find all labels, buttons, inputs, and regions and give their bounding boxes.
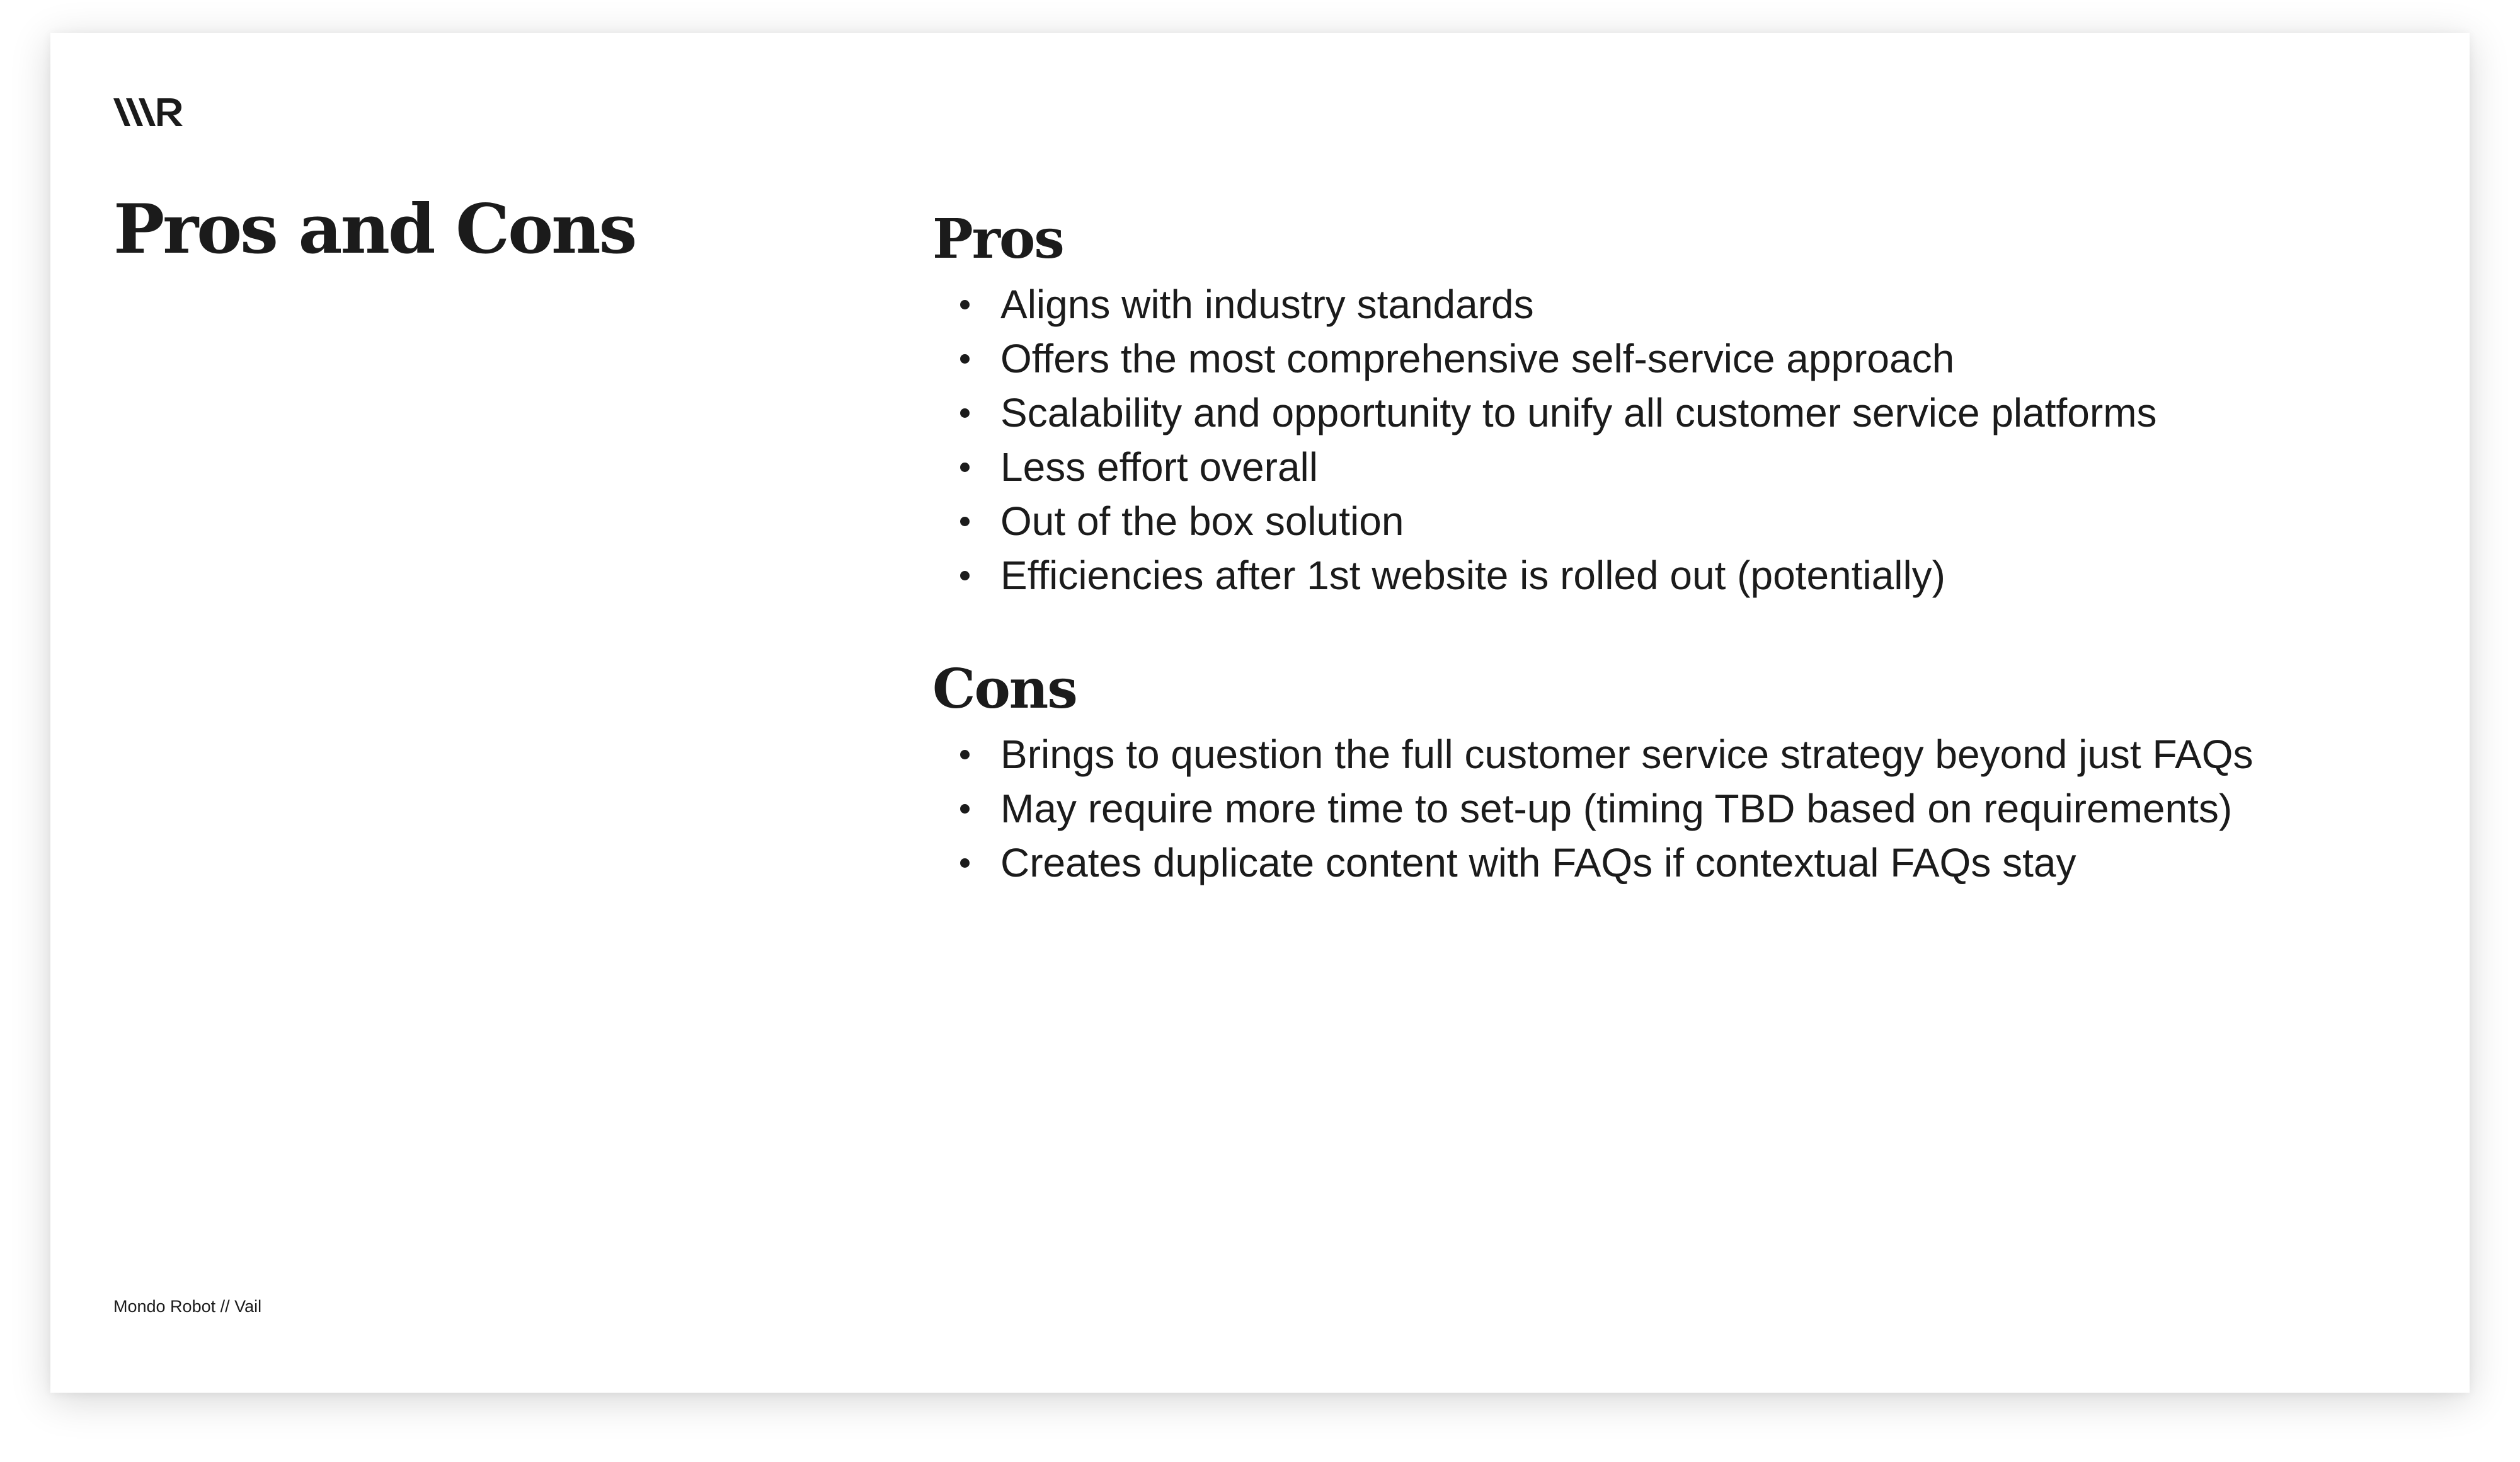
- pros-heading: Pros: [932, 207, 1065, 271]
- pros-list-item: Out of the box solution: [932, 494, 2432, 548]
- pros-cons-content: Pros Aligns with industry standards Offe…: [932, 202, 2432, 890]
- pros-list-item: Offers the most comprehensive self-servi…: [932, 331, 2432, 386]
- pros-item-text: Less effort overall: [1000, 444, 1318, 490]
- cons-item-text: Brings to question the full customer ser…: [1000, 732, 2254, 777]
- cons-list-item: Brings to question the full customer ser…: [932, 727, 2432, 781]
- pros-item-text: Offers the most comprehensive self-servi…: [1000, 336, 1955, 381]
- pros-item-text: Aligns with industry standards: [1000, 282, 1534, 327]
- pros-list-item: Less effort overall: [932, 440, 2432, 494]
- bullet-icon: [960, 463, 970, 472]
- pros-list: Aligns with industry standards Offers th…: [932, 277, 2432, 602]
- bullet-icon: [960, 571, 970, 580]
- page-title: Pros and Cons: [113, 190, 637, 269]
- cons-heading: Cons: [932, 657, 1078, 721]
- pros-section: Pros Aligns with industry standards Offe…: [932, 202, 2432, 602]
- cons-list-item: Creates duplicate content with FAQs if c…: [932, 836, 2432, 890]
- bullet-icon: [960, 300, 970, 309]
- bullet-icon: [960, 858, 970, 868]
- footer-credit: Mondo Robot // Vail: [113, 1297, 262, 1316]
- cons-list: Brings to question the full customer ser…: [932, 727, 2432, 890]
- bullet-icon: [960, 354, 970, 364]
- mr-logo-icon: [113, 98, 183, 126]
- pros-item-text: Efficiencies after 1st website is rolled…: [1000, 553, 1945, 598]
- cons-item-text: Creates duplicate content with FAQs if c…: [1000, 840, 2076, 885]
- cons-list-item: May require more time to set-up (timing …: [932, 781, 2432, 836]
- bullet-icon: [960, 517, 970, 526]
- bullet-icon: [960, 804, 970, 814]
- bullet-icon: [960, 408, 970, 418]
- pros-list-item: Aligns with industry standards: [932, 277, 2432, 331]
- cons-item-text: May require more time to set-up (timing …: [1000, 786, 2233, 831]
- slide: Pros and Cons Pros Aligns with industry …: [50, 33, 2470, 1393]
- pros-list-item: Scalability and opportunity to unify all…: [932, 386, 2432, 440]
- pros-list-item: Efficiencies after 1st website is rolled…: [932, 548, 2432, 602]
- pros-item-text: Scalability and opportunity to unify all…: [1000, 390, 2157, 435]
- bullet-icon: [960, 750, 970, 759]
- cons-section: Cons Brings to question the full custome…: [932, 652, 2432, 890]
- pros-item-text: Out of the box solution: [1000, 498, 1404, 544]
